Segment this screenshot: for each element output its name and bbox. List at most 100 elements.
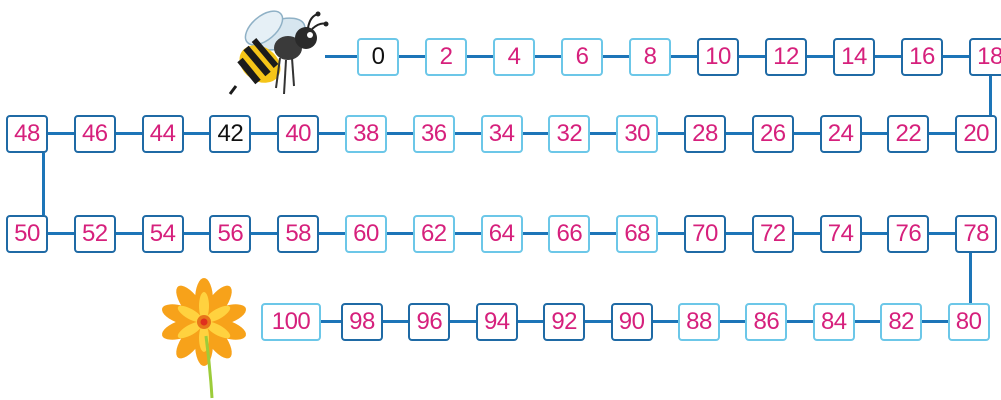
path-connector	[319, 232, 345, 235]
number-cell-96: 96	[408, 303, 450, 341]
number-cell-36: 36	[413, 115, 455, 153]
path-connector	[523, 132, 549, 135]
path-connector	[325, 55, 357, 58]
number-cell-90: 90	[611, 303, 653, 341]
path-connector	[943, 55, 969, 58]
number-cell-44: 44	[142, 115, 184, 153]
number-cell-4: 4	[493, 38, 535, 76]
number-cell-24: 24	[820, 115, 862, 153]
number-cell-76: 76	[887, 215, 929, 253]
number-cell-68: 68	[616, 215, 658, 253]
number-cell-74: 74	[820, 215, 862, 253]
number-cell-40: 40	[277, 115, 319, 153]
path-connector	[855, 320, 880, 323]
number-cell-28: 28	[684, 115, 726, 153]
path-connector	[862, 132, 888, 135]
path-connector	[794, 232, 820, 235]
turn-connector	[42, 153, 45, 215]
number-cell-0: 0	[357, 38, 399, 76]
path-connector	[658, 132, 684, 135]
path-connector	[658, 232, 684, 235]
number-cell-92: 92	[543, 303, 585, 341]
number-cell-16: 16	[901, 38, 943, 76]
path-connector	[184, 132, 210, 135]
number-cell-6: 6	[561, 38, 603, 76]
path-connector	[787, 320, 812, 323]
path-connector	[116, 232, 142, 235]
number-cell-20: 20	[955, 115, 997, 153]
path-connector	[807, 55, 833, 58]
path-connector	[585, 320, 610, 323]
path-connector	[116, 132, 142, 135]
number-cell-48: 48	[6, 115, 48, 153]
number-cell-42: 42	[209, 115, 251, 153]
path-connector	[399, 55, 425, 58]
path-connector	[922, 320, 947, 323]
number-cell-60: 60	[345, 215, 387, 253]
path-connector	[467, 55, 493, 58]
path-connector	[321, 320, 341, 323]
number-cell-34: 34	[481, 115, 523, 153]
path-connector	[720, 320, 745, 323]
number-cell-72: 72	[752, 215, 794, 253]
path-connector	[48, 232, 74, 235]
number-cell-30: 30	[616, 115, 658, 153]
turn-connector	[969, 253, 972, 303]
path-connector	[455, 132, 481, 135]
number-cell-54: 54	[142, 215, 184, 253]
number-cell-50: 50	[6, 215, 48, 253]
number-cell-22: 22	[887, 115, 929, 153]
number-cell-10: 10	[697, 38, 739, 76]
number-cell-64: 64	[481, 215, 523, 253]
path-connector	[450, 320, 475, 323]
path-connector	[319, 132, 345, 135]
number-cell-94: 94	[476, 303, 518, 341]
number-cell-46: 46	[74, 115, 116, 153]
path-connector	[671, 55, 697, 58]
turn-connector	[989, 76, 992, 115]
number-cell-12: 12	[765, 38, 807, 76]
path-connector	[383, 320, 408, 323]
number-cell-8: 8	[629, 38, 671, 76]
path-connector	[518, 320, 543, 323]
number-cell-70: 70	[684, 215, 726, 253]
path-connector	[862, 232, 888, 235]
path-connector	[251, 132, 277, 135]
path-connector	[590, 232, 616, 235]
path-connector	[387, 132, 413, 135]
path-connector	[535, 55, 561, 58]
number-cell-98: 98	[341, 303, 383, 341]
number-cell-78: 78	[955, 215, 997, 253]
number-cell-82: 82	[880, 303, 922, 341]
path-connector	[251, 232, 277, 235]
number-cell-38: 38	[345, 115, 387, 153]
number-cell-100: 100	[261, 303, 321, 341]
path-connector	[794, 132, 820, 135]
path-connector	[48, 132, 74, 135]
path-connector	[726, 132, 752, 135]
path-connector	[184, 232, 210, 235]
path-connector	[590, 132, 616, 135]
number-cell-88: 88	[678, 303, 720, 341]
number-cell-84: 84	[813, 303, 855, 341]
number-cell-52: 52	[74, 215, 116, 253]
number-cell-58: 58	[277, 215, 319, 253]
number-cell-26: 26	[752, 115, 794, 153]
number-cell-32: 32	[548, 115, 590, 153]
number-cell-56: 56	[209, 215, 251, 253]
flower-illustration	[158, 276, 250, 400]
path-connector	[929, 132, 955, 135]
number-cell-18: 18	[969, 38, 1001, 76]
path-connector	[603, 55, 629, 58]
number-cell-2: 2	[425, 38, 467, 76]
path-connector	[875, 55, 901, 58]
path-connector	[739, 55, 765, 58]
path-connector	[455, 232, 481, 235]
number-cell-66: 66	[548, 215, 590, 253]
path-connector	[653, 320, 678, 323]
path-connector	[929, 232, 955, 235]
number-cell-62: 62	[413, 215, 455, 253]
path-connector	[726, 232, 752, 235]
path-connector	[387, 232, 413, 235]
